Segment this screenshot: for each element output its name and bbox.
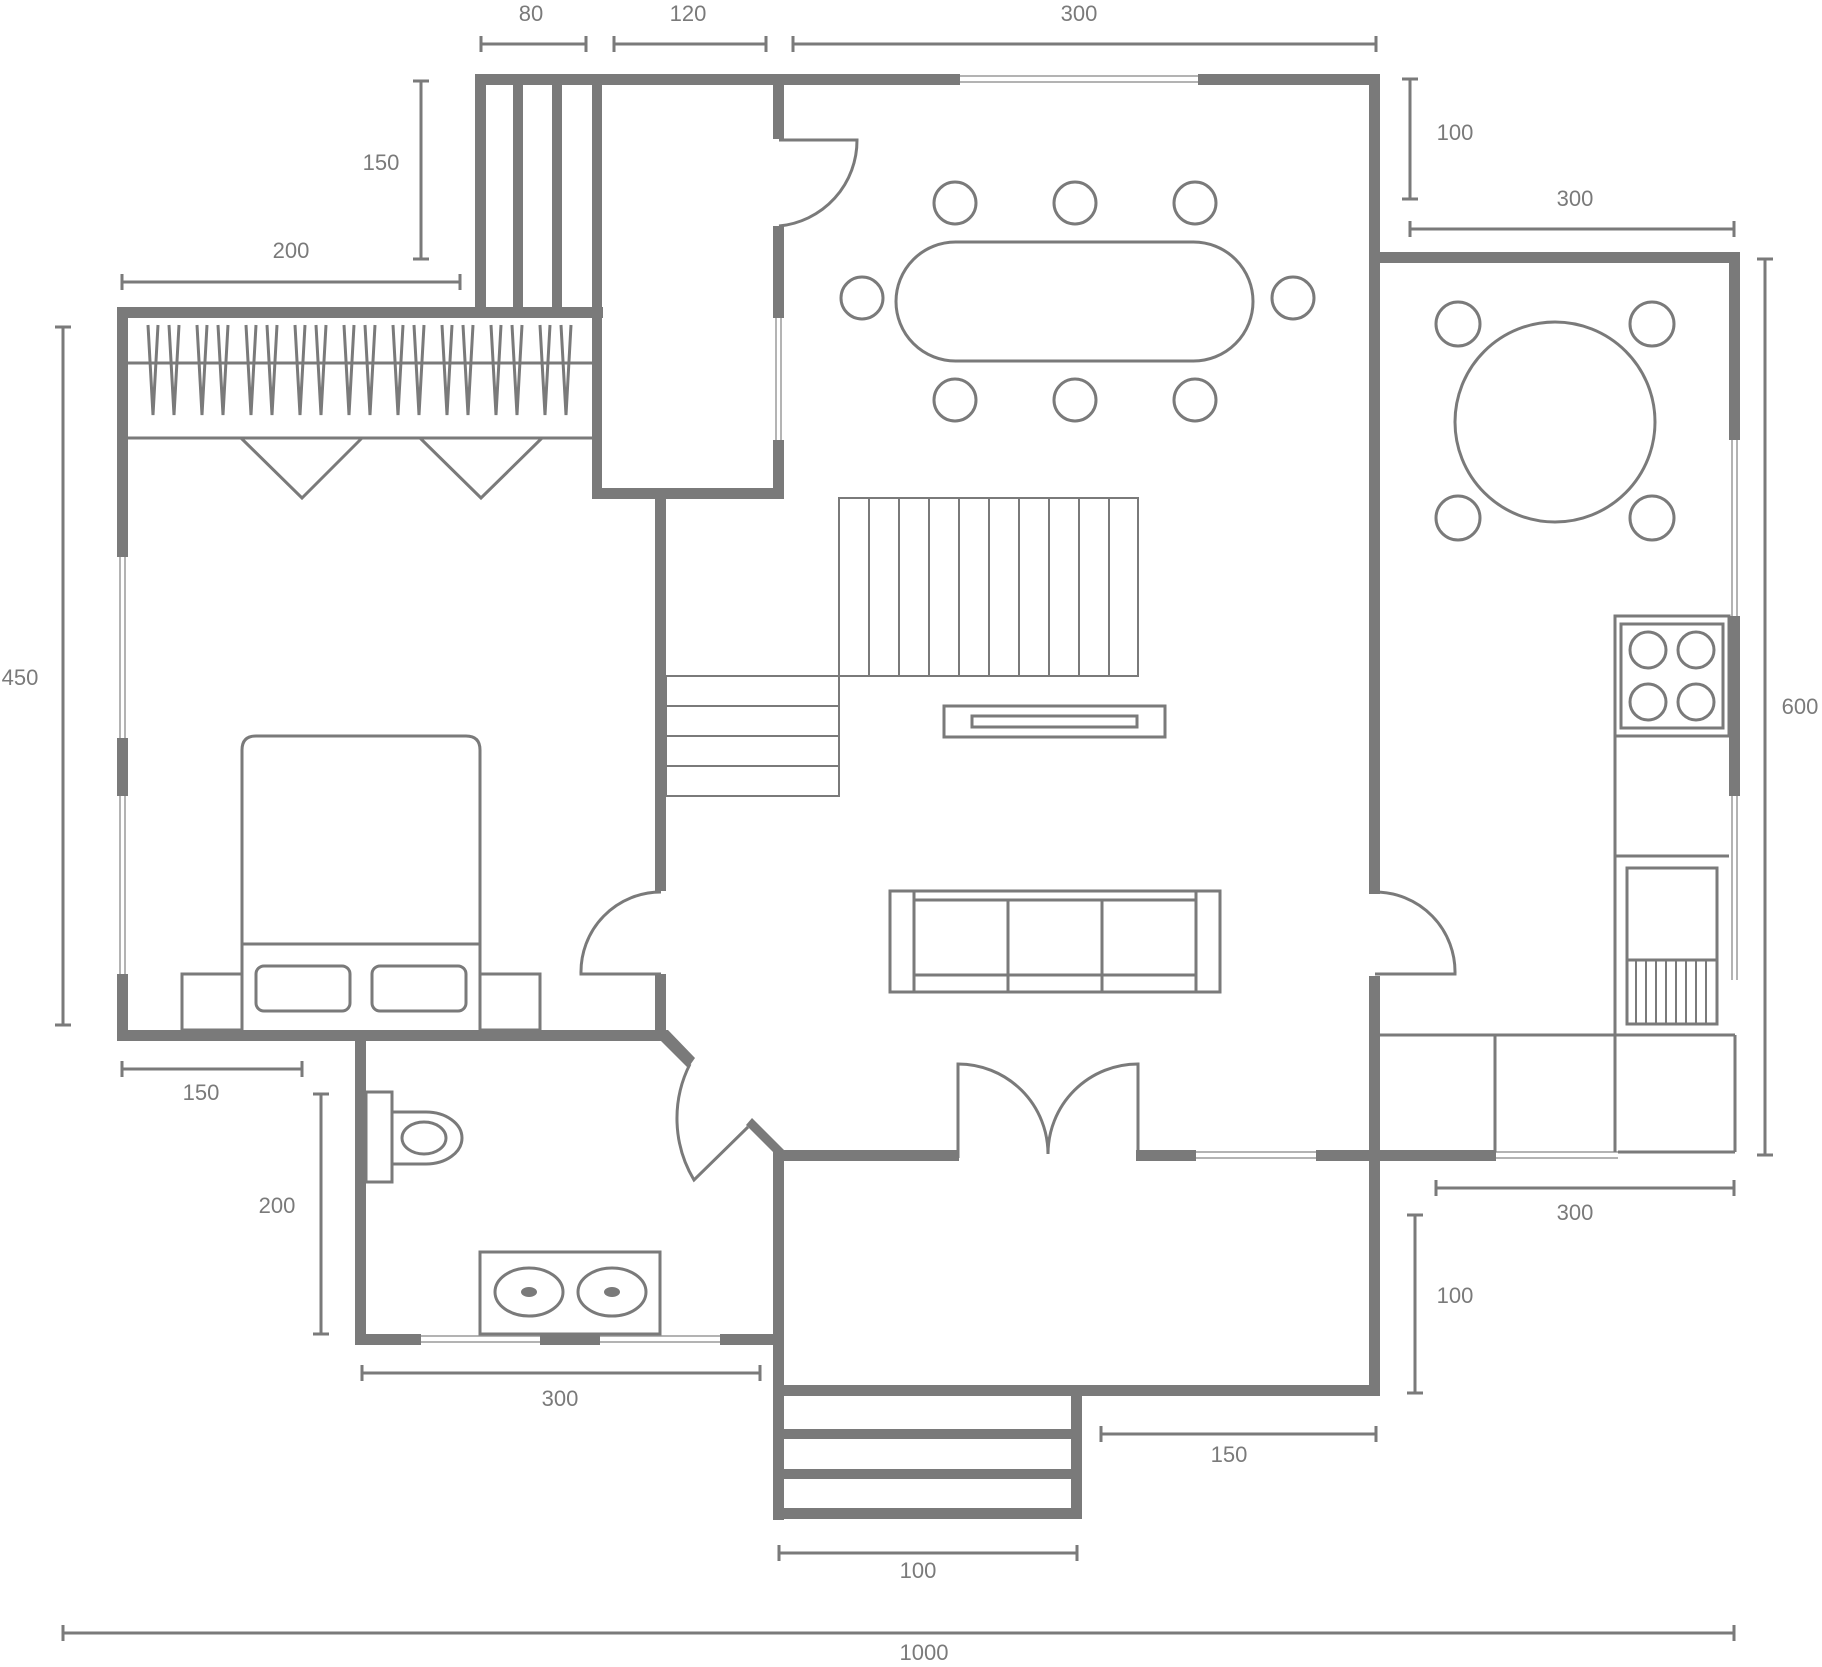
- dim-entry-height: 100: [1437, 1283, 1474, 1308]
- dim-bath-width: 300: [542, 1386, 579, 1411]
- walls: [117, 74, 1740, 1520]
- stove: [1613, 614, 1731, 738]
- kitchen-table: [1434, 300, 1676, 542]
- dim-bath-height: 200: [259, 1193, 296, 1218]
- dim-right-height: 600: [1782, 694, 1819, 719]
- tv-console: [942, 704, 1167, 739]
- dim-right-top: 100: [1437, 120, 1474, 145]
- dish-rack: [1635, 960, 1707, 1024]
- windows: [119, 75, 1738, 1343]
- dining-table: [839, 180, 1316, 423]
- toilet: [364, 1090, 464, 1184]
- hangers: [146, 324, 573, 416]
- dim-top-closet: 120: [670, 1, 707, 26]
- doors: [579, 138, 1457, 1183]
- dim-steps: 100: [900, 1558, 937, 1583]
- sofa: [888, 889, 1222, 994]
- double-sink: [478, 1250, 662, 1336]
- staircase: [665, 497, 1139, 797]
- wardrobe: [128, 324, 594, 501]
- kitchen-counter: [1380, 614, 1737, 1154]
- dim-kitchen-bottom: 300: [1557, 1200, 1594, 1225]
- nightstand-left: [180, 972, 244, 1032]
- dim-kitchen-top: 300: [1557, 186, 1594, 211]
- dimension-lines: [55, 36, 1773, 1641]
- dim-left-height: 450: [2, 665, 39, 690]
- sink: [1625, 866, 1719, 1026]
- dim-stair-height: 150: [363, 150, 400, 175]
- nightstand-right: [478, 972, 542, 1032]
- dim-total-width: 1000: [900, 1640, 949, 1665]
- dim-wardrobe: 200: [273, 238, 310, 263]
- dim-entry-offset: 150: [1211, 1442, 1248, 1467]
- dim-top-dining: 300: [1061, 1, 1098, 26]
- dim-bedroom-bottom: 150: [183, 1080, 220, 1105]
- dim-top-stair: 80: [519, 1, 543, 26]
- bed: [180, 734, 542, 1032]
